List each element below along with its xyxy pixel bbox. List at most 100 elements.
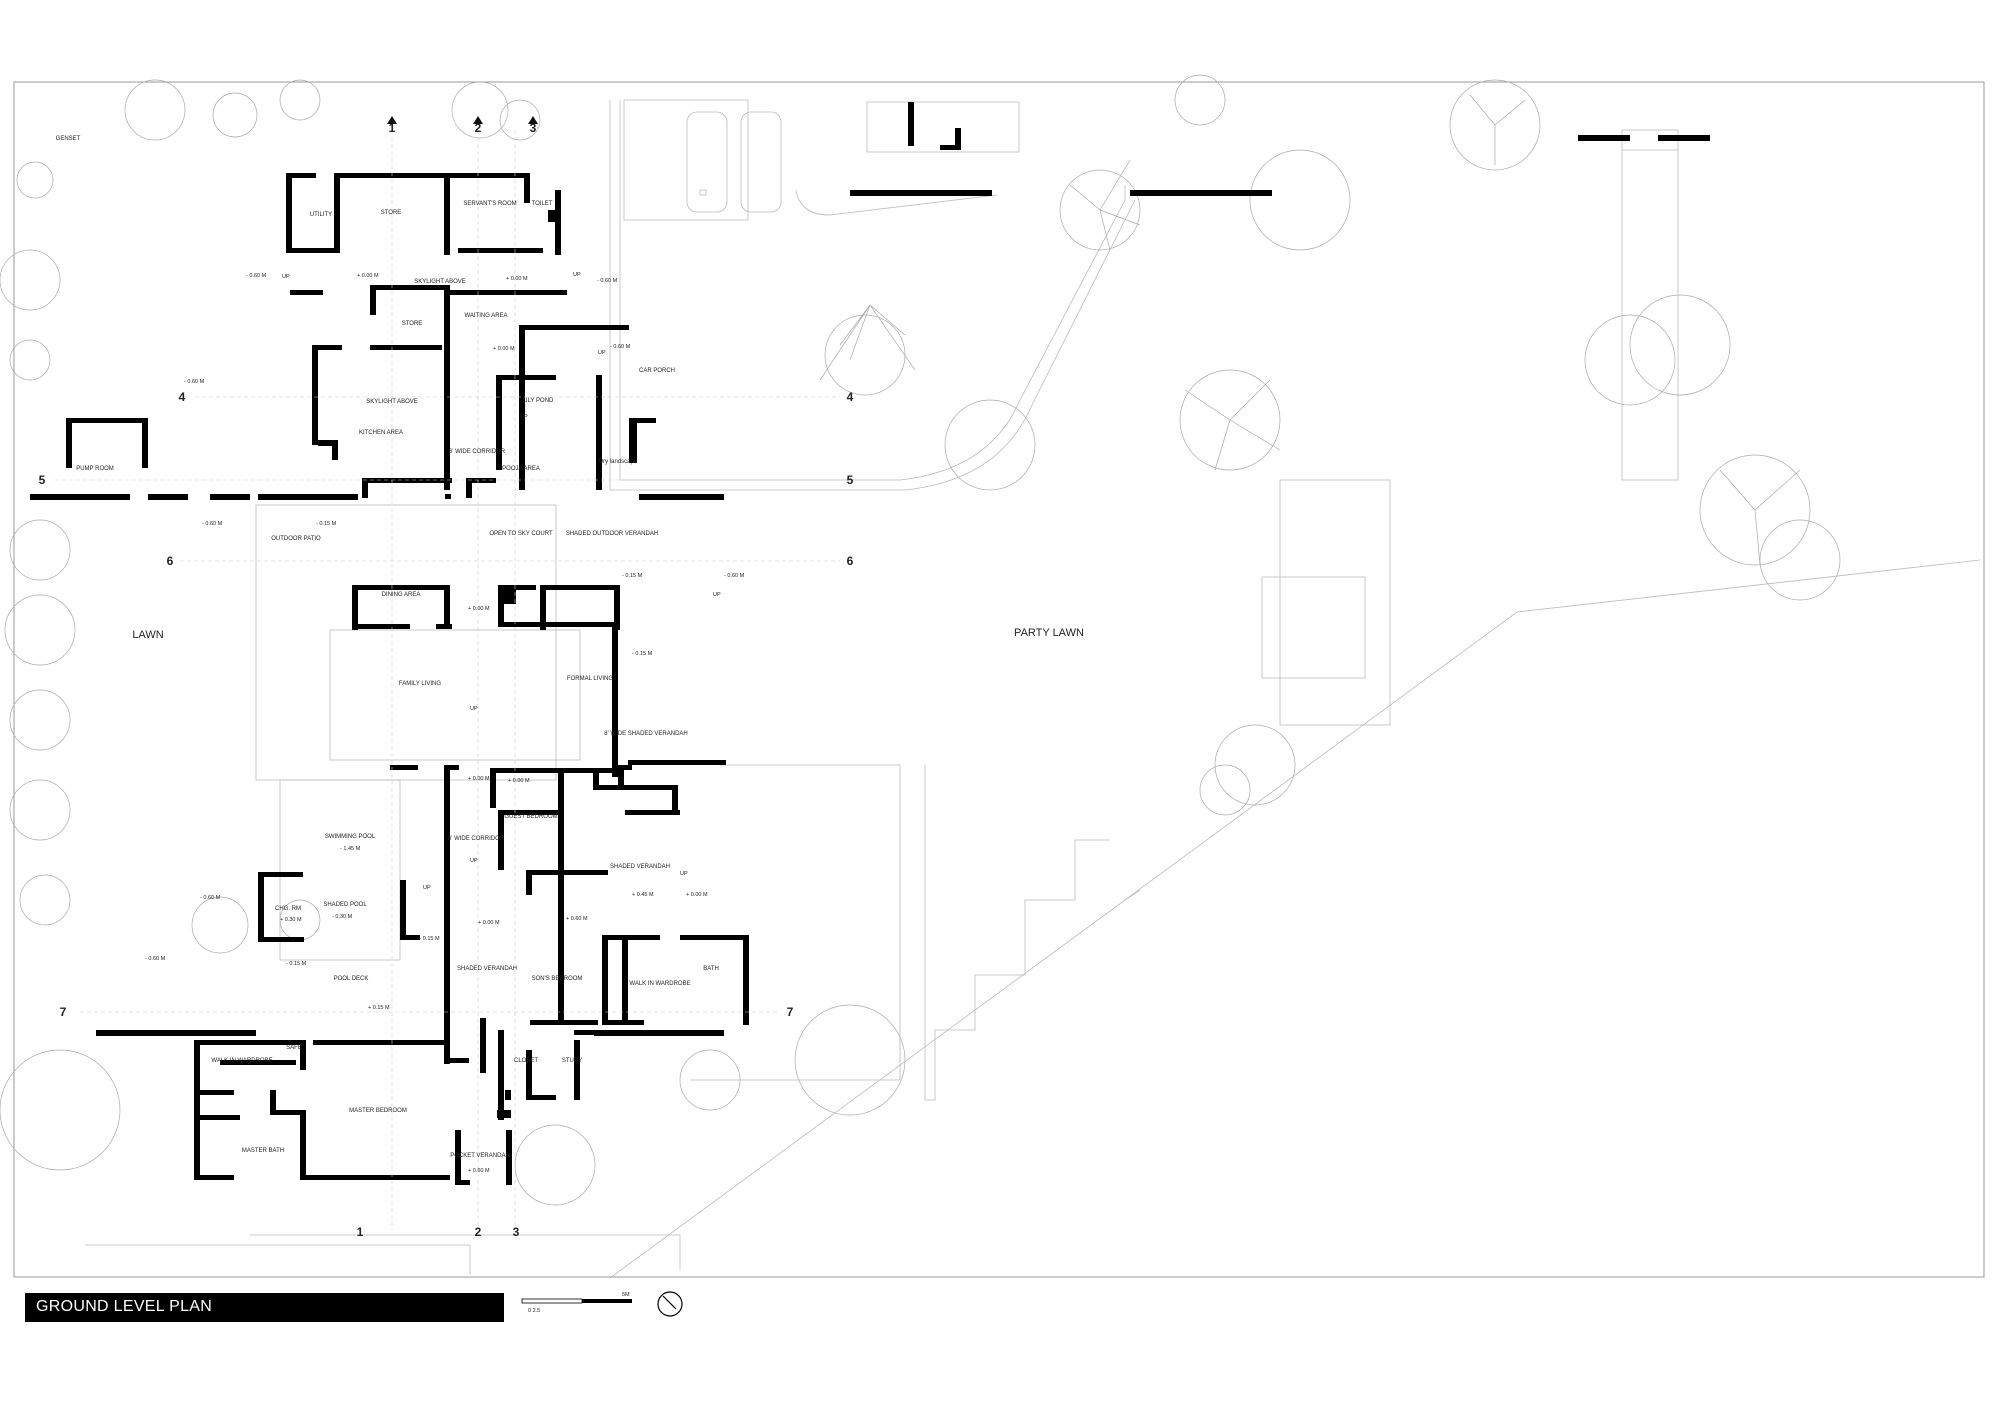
grid-3-bottom: 3 bbox=[513, 1225, 520, 1239]
up-7: UP bbox=[680, 871, 688, 877]
label-kitchen-area: KITCHEN AREA bbox=[359, 430, 403, 436]
label-genset: GENSET bbox=[56, 136, 81, 142]
north-arrow-icon bbox=[657, 1291, 683, 1317]
grid-lines bbox=[55, 130, 840, 1230]
grid-7-left: 7 bbox=[60, 1005, 67, 1019]
level-1: - 0.60 M bbox=[246, 273, 267, 279]
level-8: - 0.60 M bbox=[202, 521, 223, 527]
level-18: - 0.30 M bbox=[332, 914, 353, 920]
label-family-living: FAMILY LIVING bbox=[399, 681, 441, 687]
site-lines bbox=[85, 99, 1981, 1279]
sheet-border bbox=[13, 81, 1985, 1278]
level-13: - 0.60 M bbox=[724, 573, 745, 579]
grid-5-left: 5 bbox=[39, 473, 46, 487]
walls bbox=[30, 102, 1710, 1185]
grid-5-right: 5 bbox=[847, 473, 854, 487]
grid-2-top: 2 bbox=[475, 121, 482, 135]
level-14: + 0.00 M bbox=[468, 776, 490, 782]
grid-1-bottom: 1 bbox=[357, 1225, 364, 1239]
grid-2-bottom: 2 bbox=[475, 1225, 482, 1239]
level-5: + 0.00 M bbox=[493, 346, 515, 352]
level-25: + 0.00 M bbox=[686, 892, 708, 898]
label-wide-shaded-verandah: 8' WIDE SHADED VERANDAH bbox=[604, 731, 688, 737]
scale-bar: 0 2.5 5M bbox=[521, 1292, 632, 1314]
up-9: UP bbox=[520, 414, 528, 420]
level-26: + 0.15 M bbox=[368, 1005, 390, 1011]
room-labels: GENSET UTILITY STORE SERVANT'S ROOM TOIL… bbox=[56, 136, 1084, 1159]
label-pooja-area: POOJA AREA bbox=[502, 466, 540, 472]
up-8: UP bbox=[470, 706, 478, 712]
grid-3-top: 3 bbox=[530, 121, 537, 135]
label-shaded-outdoor-verandah: SHADED OUTDOOR VERANDAH bbox=[566, 531, 658, 537]
level-9: - 0.15 M bbox=[316, 521, 337, 527]
trees bbox=[0, 74, 1841, 1206]
drawing-title: GROUND LEVEL PLAN bbox=[36, 1298, 213, 1315]
level-11: + 0.00 M bbox=[468, 606, 490, 612]
label-swimming-pool: SWIMMING POOL bbox=[325, 834, 376, 840]
label-pool-deck: POOL DECK bbox=[334, 976, 369, 982]
label-skylight-top: SKYLIGHT ABOVE bbox=[414, 279, 466, 285]
label-shaded-verandah-mid: SHADED VERANDAH bbox=[457, 966, 517, 972]
label-pump-room: PUMP ROOM bbox=[76, 466, 114, 472]
grid-6-left: 6 bbox=[167, 554, 174, 568]
label-master-bedroom: MASTER BEDROOM bbox=[349, 1108, 407, 1114]
title-bar bbox=[25, 1293, 504, 1322]
level-7: - 0.60 M bbox=[184, 379, 205, 385]
up-6: UP bbox=[423, 885, 431, 891]
grid-4-left: 4 bbox=[179, 390, 186, 404]
label-lawn: LAWN bbox=[132, 629, 163, 641]
up-4: UP bbox=[713, 592, 721, 598]
label-pocket-verandah: POCKET VERANDAH bbox=[450, 1153, 510, 1159]
label-car-porch: CAR PORCH bbox=[639, 368, 675, 374]
label-utility: UTILITY bbox=[310, 212, 332, 218]
label-toilet: TOILET bbox=[532, 201, 553, 207]
up-5: UP bbox=[470, 858, 478, 864]
label-chg-rm: CHG. RM bbox=[275, 906, 301, 912]
up-2: UP bbox=[573, 272, 581, 278]
level-24: - 0.60 M bbox=[145, 956, 166, 962]
level-28: + 0.00 M bbox=[508, 778, 530, 784]
up-markers: UP UP UP UP UP UP UP UP UP bbox=[282, 272, 721, 891]
label-lily-pond: LILY POND bbox=[523, 398, 554, 404]
label-store-top: STORE bbox=[381, 210, 402, 216]
label-open-to-sky: OPEN TO SKY COURT bbox=[489, 531, 553, 537]
level-annotations: - 0.60 M + 0.00 M + 0.00 M - 0.60 M + 0.… bbox=[145, 273, 745, 1174]
level-12: - 0.15 M bbox=[632, 651, 653, 657]
label-dry-landscape: Dry landscape bbox=[599, 459, 638, 465]
grid-4-right: 4 bbox=[847, 390, 854, 404]
up-1: UP bbox=[282, 274, 290, 280]
label-party-lawn: PARTY LAWN bbox=[1014, 627, 1084, 639]
level-6: - 0.60 M bbox=[610, 344, 631, 350]
label-corridor-mid: 6' WIDE CORRIDOR bbox=[448, 836, 505, 842]
level-17: + 0.30 M bbox=[280, 917, 302, 923]
grid-1-top: 1 bbox=[389, 121, 396, 135]
label-closet: CLOSET bbox=[514, 1058, 538, 1064]
level-15: - 1.45 M bbox=[340, 846, 361, 852]
grid-6-right: 6 bbox=[847, 554, 854, 568]
label-study: STUDY bbox=[562, 1058, 582, 1064]
grid-7-right: 7 bbox=[787, 1005, 794, 1019]
level-4: - 0.60 M bbox=[597, 278, 618, 284]
level-23: - 0.15 M bbox=[286, 961, 307, 967]
scale-label-left: 0 2.5 bbox=[528, 1308, 540, 1314]
label-guest-bedroom: GUEST BEDROOM bbox=[504, 814, 557, 820]
level-19: + 0.15 M bbox=[418, 936, 440, 942]
level-3: + 0.00 M bbox=[506, 276, 528, 282]
label-shaded-verandah-right: SHADED VERANDAH bbox=[610, 864, 670, 870]
label-shaded-pool: SHADED POOL bbox=[323, 902, 367, 908]
label-bath: BATH bbox=[703, 966, 719, 972]
grid-markers: 1 2 3 4 4 5 5 6 6 7 7 1 2 3 bbox=[39, 116, 854, 1239]
label-dining-area: DINING AREA bbox=[382, 592, 421, 598]
level-10: - 0.15 M bbox=[622, 573, 643, 579]
level-27: + 0.60 M bbox=[468, 1168, 490, 1174]
label-outdoor-patio: OUTDOOR PATIO bbox=[271, 536, 321, 542]
label-walk-in-wardrobe-left: WALK IN WARDROBE bbox=[211, 1058, 272, 1064]
label-servants-room: SERVANT'S ROOM bbox=[463, 201, 516, 207]
label-safe: SAFE bbox=[286, 1045, 302, 1051]
label-store-mid: STORE bbox=[402, 321, 423, 327]
label-master-bath: MASTER BATH bbox=[242, 1148, 284, 1154]
label-formal-living: FORMAL LIVING bbox=[567, 676, 613, 682]
level-2: + 0.00 M bbox=[357, 273, 379, 279]
up-3: UP bbox=[598, 350, 606, 356]
